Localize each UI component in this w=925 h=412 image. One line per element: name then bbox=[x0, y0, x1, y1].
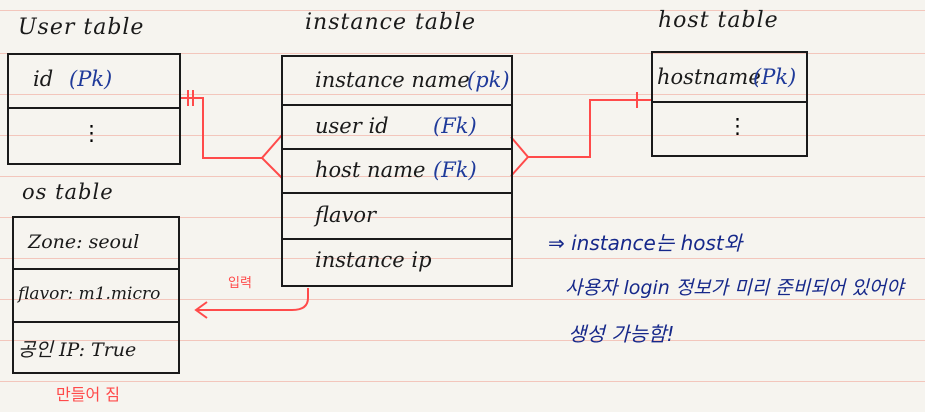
os-public-ip-field: 공인 IP: True bbox=[18, 339, 137, 361]
instance-name-pk-marker: (pk) bbox=[467, 68, 510, 92]
host-instance-relation bbox=[510, 92, 652, 177]
instance-table-title: instance table bbox=[305, 10, 477, 35]
instance-table-row-name: instance name (pk) bbox=[283, 57, 511, 106]
instance-table: instance name (pk) user id (Fk) host nam… bbox=[281, 55, 513, 287]
os-table-row-zone: Zone: seoul bbox=[14, 218, 178, 270]
os-table-row-flavor: flavor: m1.micro bbox=[14, 270, 178, 323]
os-flavor-field: flavor: m1.micro bbox=[18, 284, 161, 304]
instance-userid-fk-marker: (Fk) bbox=[433, 114, 477, 138]
instance-table-row-hostname: host name (Fk) bbox=[283, 150, 511, 194]
host-table-row-more: ⋮ bbox=[653, 103, 806, 155]
instance-table-row-ip: instance ip bbox=[283, 240, 511, 285]
user-table-row-id: id (Pk) bbox=[9, 55, 179, 109]
host-table-row-hostname: hostname (Pk) bbox=[653, 53, 806, 103]
host-hostname-pk-marker: (Pk) bbox=[753, 65, 797, 89]
host-table-title: host table bbox=[658, 8, 779, 33]
host-hostname-field: hostname bbox=[657, 65, 761, 89]
user-table-ellipsis: ⋮ bbox=[81, 121, 102, 145]
note-line-1: ⇒ instance는 host와 bbox=[548, 231, 743, 255]
instance-table-row-flavor: flavor bbox=[283, 194, 511, 240]
instance-flavor-field: flavor bbox=[315, 203, 377, 227]
os-table-row-public-ip: 공인 IP: True bbox=[14, 323, 178, 372]
instance-table-row-userid: user id (Fk) bbox=[283, 106, 511, 150]
host-table: hostname (Pk) ⋮ bbox=[651, 51, 808, 157]
os-table-caption: 만들어 짐 bbox=[56, 385, 120, 404]
user-table: id (Pk) ⋮ bbox=[7, 53, 181, 165]
input-arrow bbox=[194, 288, 309, 319]
instance-hostname-fk-marker: (Fk) bbox=[433, 158, 477, 182]
user-id-field: id bbox=[33, 67, 54, 91]
note-line-2: 사용자 login 정보가 미리 준비되어 있어야 bbox=[565, 277, 904, 299]
user-id-pk-marker: (Pk) bbox=[69, 67, 113, 91]
os-zone-field: Zone: seoul bbox=[28, 231, 140, 253]
instance-ip-field: instance ip bbox=[315, 248, 432, 272]
user-instance-relation bbox=[181, 90, 283, 179]
os-table-title: os table bbox=[22, 180, 114, 204]
os-table: Zone: seoul flavor: m1.micro 공인 IP: True bbox=[12, 216, 180, 374]
note-line-3: 생성 가능함! bbox=[568, 322, 675, 346]
host-table-ellipsis: ⋮ bbox=[727, 114, 748, 138]
user-table-row-more: ⋮ bbox=[9, 109, 179, 163]
input-arrow-label: 입력 bbox=[228, 276, 252, 291]
user-table-title: User table bbox=[18, 15, 145, 40]
instance-name-field: instance name bbox=[315, 68, 470, 92]
instance-hostname-field: host name bbox=[315, 158, 426, 182]
instance-userid-field: user id bbox=[315, 114, 389, 138]
